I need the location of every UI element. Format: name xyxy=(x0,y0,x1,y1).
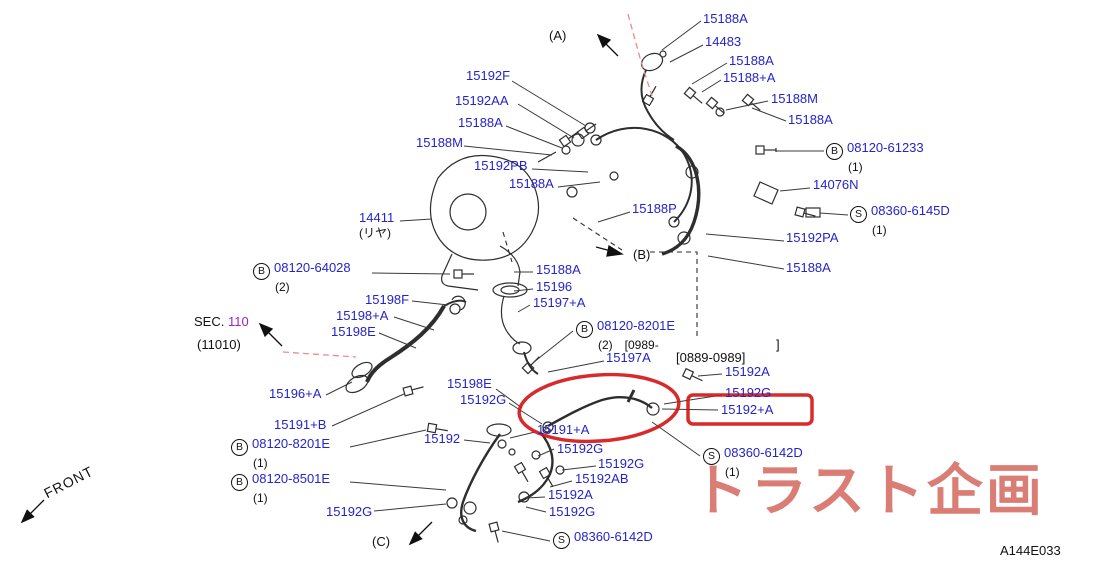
view-arrow-c xyxy=(408,521,433,546)
part-label: 14076N xyxy=(813,177,859,192)
part-shapes xyxy=(345,50,821,533)
part-label: 15188M xyxy=(771,91,818,106)
part-label: 15191+B xyxy=(274,417,327,432)
part-label: 15188P xyxy=(632,201,677,216)
part-label: 15192 xyxy=(424,431,461,446)
view-marker-b: (B) xyxy=(633,247,651,262)
circle-s-icon: S xyxy=(553,532,570,549)
part-label: 15198+A xyxy=(336,308,389,323)
highlight-annotations xyxy=(517,372,814,444)
part-label: 14483 xyxy=(705,34,742,49)
part-label: 15192G xyxy=(557,441,604,456)
circle-b-icon: B xyxy=(253,263,270,280)
part-label: 15192G xyxy=(326,504,373,519)
circle-b-icon: B xyxy=(826,143,843,160)
diagram-code: A144E033 xyxy=(1000,543,1061,558)
part-label-turbo: 14411 (リヤ) xyxy=(359,210,395,241)
dashed-lines xyxy=(502,217,698,340)
part-label: 15188A xyxy=(458,115,503,130)
part-label: 15192PB xyxy=(474,158,528,173)
view-marker-a: (A) xyxy=(549,28,567,43)
highlight-ellipse xyxy=(517,372,681,444)
view-arrows xyxy=(20,33,624,546)
view-arrow-a xyxy=(596,33,619,57)
part-label: 15188A xyxy=(703,11,748,26)
part-label: 15192PA xyxy=(786,230,839,245)
part-label: 15188M xyxy=(416,135,463,150)
date-range: [0889-0989] xyxy=(676,350,746,365)
circle-b-icon: B xyxy=(231,474,248,491)
part-label: 15198E xyxy=(447,376,492,391)
part-label: 15188A xyxy=(536,262,581,277)
part-label: 15192F xyxy=(466,68,511,83)
date-bracket-close: ] xyxy=(776,337,780,352)
part-label: 15192AA xyxy=(455,93,509,108)
part-label: 15192A xyxy=(725,364,770,379)
part-label: 15196 xyxy=(536,279,573,294)
highlight-rect xyxy=(686,393,814,426)
part-label: 15192G xyxy=(549,504,596,519)
part-label: 15188A xyxy=(509,176,554,191)
part-label: 15197A xyxy=(606,350,651,365)
part-label: 15196+A xyxy=(269,386,322,401)
part-label: 15192G xyxy=(725,385,772,400)
circle-s-icon: S xyxy=(703,448,720,465)
part-label: 15192G xyxy=(598,456,645,471)
part-label: 15188+A xyxy=(723,70,776,85)
part-label: 15198F xyxy=(365,292,410,307)
part-label-highlighted: 15192+A xyxy=(721,402,774,417)
view-marker-c: (C) xyxy=(372,534,391,549)
red-dashed-lines xyxy=(282,13,653,358)
part-label: 15192AB xyxy=(575,471,629,486)
front-arrow xyxy=(20,499,45,524)
leader-lines xyxy=(325,20,849,542)
circle-b-icon: B xyxy=(576,321,593,338)
sec-number: 110 xyxy=(227,314,249,329)
part-label: 15188A xyxy=(788,112,833,127)
part-label: 15188A xyxy=(729,53,774,68)
sec-ref: SEC. 110 xyxy=(194,314,249,329)
part-label: 15197+A xyxy=(533,295,586,310)
part-label: 15198E xyxy=(331,324,376,339)
part-label: 15191+A xyxy=(537,422,590,437)
circle-b-icon: B xyxy=(231,439,248,456)
circle-s-icon: S xyxy=(850,206,867,223)
part-label: 15188A xyxy=(786,260,831,275)
view-arrow-b xyxy=(595,244,624,257)
part-label: 15192A xyxy=(548,487,593,502)
view-arrow-sec xyxy=(258,322,283,347)
sec-sub: (11010) xyxy=(197,337,241,352)
part-label: 15192G xyxy=(460,392,507,407)
